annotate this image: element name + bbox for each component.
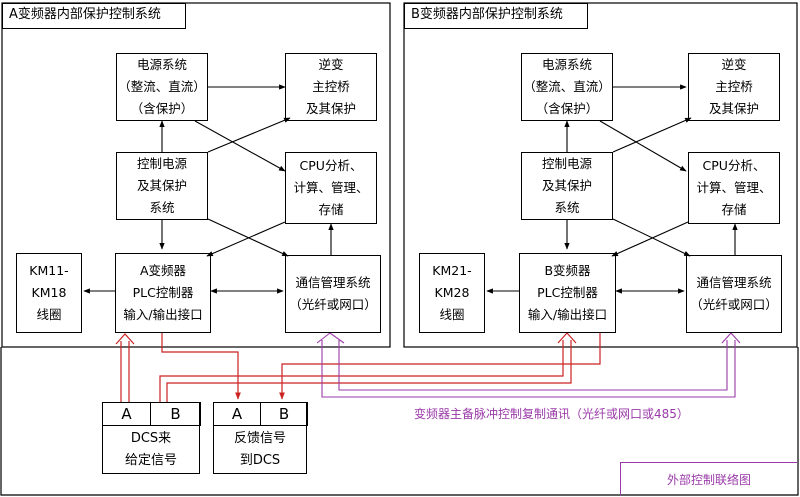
a-ctrlpower-to-comm	[207, 218, 289, 257]
dcs-input-label: DCS来 给定信号	[124, 431, 177, 468]
b-cpu-to-plc	[611, 221, 689, 257]
b-power-system-label: 电源系统 （整流、直流） （含保护）	[523, 57, 611, 116]
a-plc-label: A变频器 PLC控制器 输入/输出接口	[123, 263, 203, 322]
panel-b-title: B变频器内部保护控制系统	[404, 3, 588, 29]
b-power-to-cpu	[599, 120, 687, 172]
a-cpu-block: CPU分析、 计算、管理、 存储	[285, 152, 377, 224]
a-cpu-to-plc	[206, 221, 286, 257]
b-ctrlpower-to-inverter	[612, 117, 692, 153]
dcs-input-a-cell: A	[102, 402, 151, 426]
b-control-power-block: 控制电源 及其保护 系统	[521, 152, 613, 220]
redundant-comm-label: 变频器主备脉冲控制复制通讯（光纤或网口或485）	[414, 407, 689, 421]
panel-a-connections	[83, 84, 334, 294]
dcs-b-to-plc-b	[159, 340, 564, 402]
feedback-label: 反馈信号 到DCS	[233, 431, 286, 468]
b-comm-block: 通信管理系统 （光纤或网口）	[686, 255, 782, 333]
a-power-to-cpu	[194, 120, 286, 172]
external-control-label: 外部控制联络图	[620, 462, 797, 495]
b-power-system-block: 电源系统 （整流、直流） （含保护）	[521, 53, 613, 121]
b-km-coil-block: KM21- KM28 线圈	[419, 253, 485, 333]
a-km-coil-label: KM11- KM18 线圈	[29, 263, 69, 322]
b-inverter-block: 逆变 主控桥 及其保护	[688, 53, 780, 121]
b-cpu-label: CPU分析、 计算、管理、 存储	[696, 158, 772, 217]
dcs-input-b-cell: B	[150, 402, 201, 426]
b-plc-label: B变频器 PLC控制器 输入/输出接口	[527, 263, 608, 322]
a-ctrlpower-to-inverter	[207, 117, 291, 153]
a-comm-label: 通信管理系统 （光纤或网口）	[289, 275, 377, 312]
b-cpu-block: CPU分析、 计算、管理、 存储	[688, 152, 780, 224]
a-inverter-label: 逆变 主控桥 及其保护	[305, 57, 356, 116]
feedback-signal-block: A B 反馈信号 到DCS	[213, 402, 308, 474]
comm-link-inner	[338, 340, 728, 391]
b-ctrlpower-to-comm	[612, 218, 691, 257]
b-control-power-label: 控制电源 及其保护 系统	[541, 156, 592, 215]
panel-a-frame	[1, 2, 391, 348]
a-comm-block: 通信管理系统 （光纤或网口）	[285, 255, 381, 333]
a-plc-block: A变频器 PLC控制器 输入/输出接口	[115, 253, 211, 333]
plc-a-to-feedback-a	[161, 333, 241, 400]
feedback-b-cell: B	[260, 402, 308, 426]
feedback-a-cell: A	[213, 402, 261, 426]
panel-b-connections	[486, 84, 738, 294]
b-km-coil-label: KM21- KM28 线圈	[432, 263, 472, 322]
b-comm-label: 通信管理系统 （光纤或网口）	[690, 275, 778, 312]
purple-comm-wires	[316, 332, 741, 398]
plc-b-to-feedback-b	[279, 333, 601, 400]
comm-link-outer	[321, 340, 736, 398]
b-inverter-label: 逆变 主控桥 及其保护	[708, 57, 759, 116]
a-power-system-label: 电源系统 （整流、直流） （含保护）	[118, 57, 206, 116]
red-signal-wires	[115, 332, 601, 402]
a-control-power-block: 控制电源 及其保护 系统	[116, 152, 208, 220]
a-km-coil-block: KM11- KM18 线圈	[16, 253, 82, 333]
b-plc-block: B变频器 PLC控制器 输入/输出接口	[519, 253, 616, 333]
a-cpu-label: CPU分析、 计算、管理、 存储	[293, 158, 369, 217]
a-inverter-block: 逆变 主控桥 及其保护	[285, 53, 377, 121]
a-control-power-label: 控制电源 及其保护 系统	[136, 156, 187, 215]
panel-a-title: A变频器内部保护控制系统	[2, 3, 186, 29]
outer-frame	[0, 347, 799, 496]
dcs-input-signal-block: A B DCS来 给定信号	[102, 402, 201, 474]
a-power-system-block: 电源系统 （整流、直流） （含保护）	[116, 53, 208, 121]
